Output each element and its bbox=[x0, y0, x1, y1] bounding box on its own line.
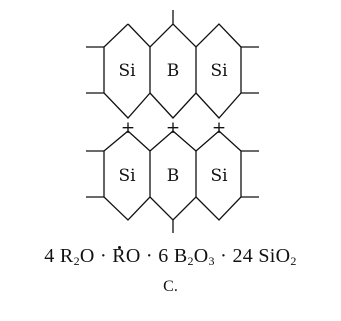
plus-sign-right: + bbox=[212, 118, 226, 138]
formula-separator-3: · bbox=[220, 245, 228, 267]
formula-term-4: SiO2 bbox=[258, 245, 297, 268]
figure-caption: C. bbox=[163, 278, 178, 295]
formula-term-3: B2O3 bbox=[173, 245, 215, 268]
upper-cell-right-label: Si bbox=[210, 61, 228, 81]
upper-lattice-top bbox=[127, 23, 242, 48]
lower-cell-right-label: Si bbox=[210, 166, 228, 186]
plus-sign-middle: + bbox=[166, 118, 180, 138]
lower-cell-middle-outline bbox=[149, 151, 197, 221]
lower-lattice-top bbox=[103, 130, 242, 152]
chemical-formula: 4 R2O · RO · 6 B2O3 · 24 SiO2 bbox=[0, 245, 341, 269]
dotted-r: R bbox=[112, 245, 126, 267]
formula-coefficient-1: 4 bbox=[44, 245, 55, 267]
upper-cell-left-label: Si bbox=[118, 61, 136, 81]
upper-cell-left-outline bbox=[103, 23, 151, 119]
upper-row: Si B Si bbox=[86, 10, 259, 119]
lower-cell-left-outline bbox=[103, 151, 151, 221]
formula-separator-2: · bbox=[145, 245, 153, 267]
plus-sign-left: + bbox=[121, 118, 135, 138]
upper-cell-middle-outline bbox=[149, 47, 197, 119]
lower-cell-middle-label: B bbox=[167, 166, 180, 186]
lower-cell-right-outline bbox=[195, 151, 242, 221]
formula-coefficient-4: 24 bbox=[232, 245, 254, 267]
bond-signs: + + + bbox=[121, 118, 226, 138]
formula-term-2: RO bbox=[112, 245, 141, 267]
upper-cell-right-outline bbox=[195, 47, 242, 119]
lower-cell-left-label: Si bbox=[118, 166, 136, 186]
formula-term-1: R2O bbox=[59, 245, 95, 268]
lower-row: Si B Si bbox=[86, 130, 259, 233]
upper-cell-middle-label: B bbox=[167, 61, 180, 81]
formula-coefficient-3: 6 bbox=[158, 245, 169, 267]
formula-separator-1: · bbox=[99, 245, 107, 267]
